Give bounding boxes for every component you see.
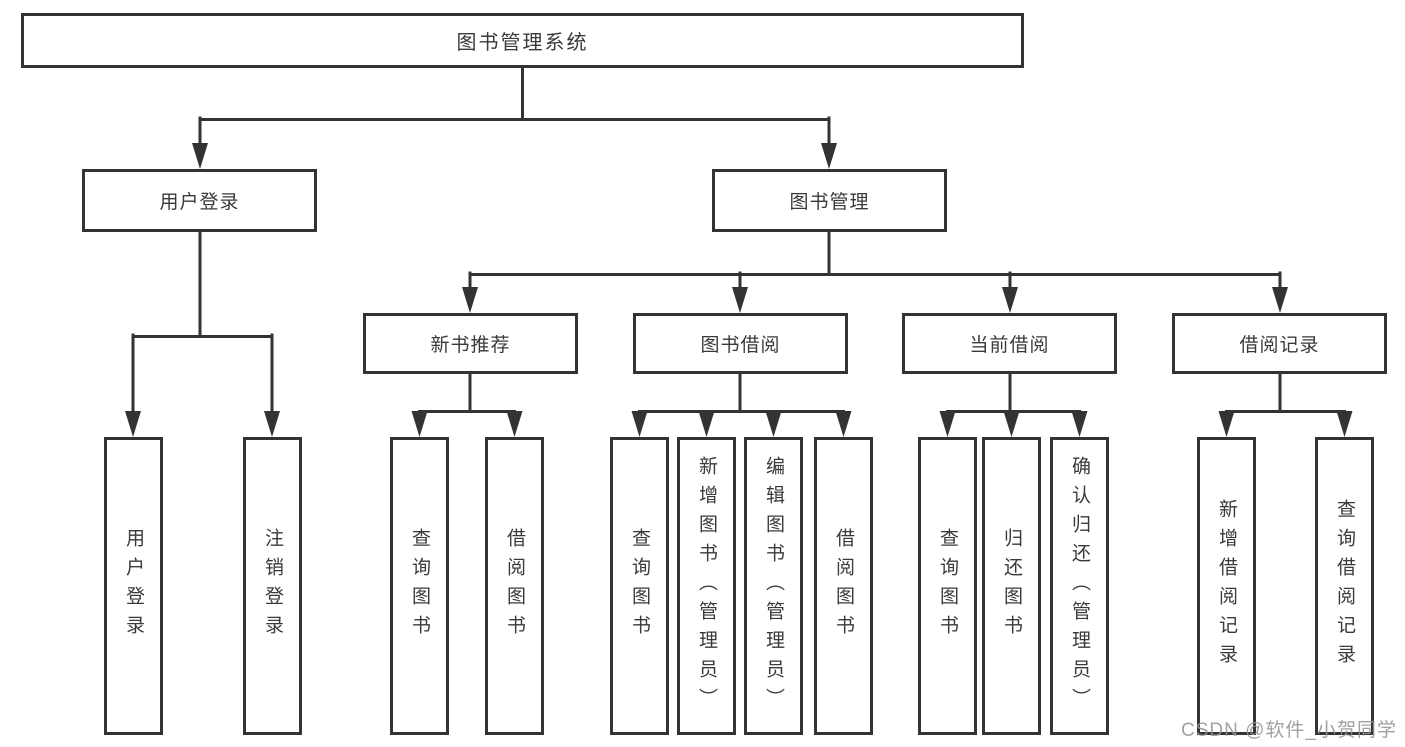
leaf-user-login-label: 用户登录 (123, 528, 144, 644)
arrowhead (125, 411, 141, 437)
leaf-user-login: 用户登录 (104, 437, 163, 735)
arrowhead (1218, 411, 1235, 437)
node-book-borrowing-label: 图书借阅 (700, 335, 781, 356)
arrowhead (1003, 411, 1020, 437)
leaf-borrow-books-borrowing-label: 借阅图书 (833, 528, 854, 644)
node-user-login: 用户登录 (82, 169, 317, 232)
node-borrowing-records-label: 借阅记录 (1239, 335, 1320, 356)
leaf-query-books-recommend: 查询图书 (390, 437, 449, 735)
node-book-management-label: 图书管理 (789, 192, 870, 213)
arrowhead (264, 411, 280, 437)
leaf-query-borrow-record: 查询借阅记录 (1315, 437, 1374, 735)
arrowhead (821, 143, 837, 169)
node-root: 图书管理系统 (21, 13, 1024, 68)
arrowhead (698, 411, 715, 437)
connector-borrowing-records-branch (1218, 372, 1353, 437)
node-user-login-label: 用户登录 (159, 192, 240, 213)
arrowhead (1071, 411, 1088, 437)
arrowhead (462, 287, 478, 313)
leaf-borrow-books-recommend: 借阅图书 (485, 437, 544, 735)
leaf-query-books-current: 查询图书 (918, 437, 977, 735)
watermark: CSDN @软件_小贺同学 (1181, 720, 1397, 741)
leaf-add-books-admin: 新增图书（管理员） (677, 437, 736, 735)
connector-root-to-level2 (192, 66, 837, 169)
leaf-logout-login-label: 注销登录 (262, 528, 283, 644)
leaf-return-books-label: 归还图书 (1001, 528, 1022, 644)
leaf-add-borrow-record-label: 新增借阅记录 (1216, 499, 1237, 673)
node-new-book-recommend-label: 新书推荐 (430, 335, 511, 356)
connector-current-borrowing-branch (939, 372, 1088, 437)
leaf-confirm-return-admin-label: 确认归还（管理员） (1069, 455, 1090, 717)
leaf-borrow-books-borrowing: 借阅图书 (814, 437, 873, 735)
leaf-logout-login: 注销登录 (243, 437, 302, 735)
arrowhead (1002, 287, 1018, 313)
connector-book-borrowing-branch (631, 372, 852, 437)
node-current-borrowing: 当前借阅 (902, 313, 1117, 374)
arrowhead (939, 411, 956, 437)
arrowhead (732, 287, 748, 313)
node-book-management: 图书管理 (712, 169, 947, 232)
node-current-borrowing-label: 当前借阅 (969, 335, 1050, 356)
connector-user-login-branch (125, 230, 280, 437)
leaf-borrow-books-recommend-label: 借阅图书 (504, 528, 525, 644)
leaf-edit-books-admin-label: 编辑图书（管理员） (763, 455, 784, 717)
arrowhead (1336, 411, 1353, 437)
leaf-add-borrow-record: 新增借阅记录 (1197, 437, 1256, 735)
arrowhead (631, 411, 648, 437)
arrowhead (765, 411, 782, 437)
node-root-label: 图书管理系统 (456, 32, 589, 54)
connector-book-management-branch (462, 230, 1288, 313)
leaf-add-books-admin-label: 新增图书（管理员） (696, 455, 717, 717)
leaf-confirm-return-admin: 确认归还（管理员） (1050, 437, 1109, 735)
leaf-query-books-recommend-label: 查询图书 (409, 528, 430, 644)
arrowhead (506, 411, 523, 437)
leaf-edit-books-admin: 编辑图书（管理员） (744, 437, 803, 735)
arrowhead (835, 411, 852, 437)
node-borrowing-records: 借阅记录 (1172, 313, 1387, 374)
arrowhead (1272, 287, 1288, 313)
leaf-query-borrow-record-label: 查询借阅记录 (1334, 499, 1355, 673)
arrowhead (411, 411, 428, 437)
connector-new-book-recommend-branch (411, 372, 523, 437)
leaf-query-books-current-label: 查询图书 (937, 528, 958, 644)
node-new-book-recommend: 新书推荐 (363, 313, 578, 374)
node-book-borrowing: 图书借阅 (633, 313, 848, 374)
arrowhead (192, 143, 208, 169)
leaf-query-books-borrowing-label: 查询图书 (629, 528, 650, 644)
leaf-return-books: 归还图书 (982, 437, 1041, 735)
leaf-query-books-borrowing: 查询图书 (610, 437, 669, 735)
